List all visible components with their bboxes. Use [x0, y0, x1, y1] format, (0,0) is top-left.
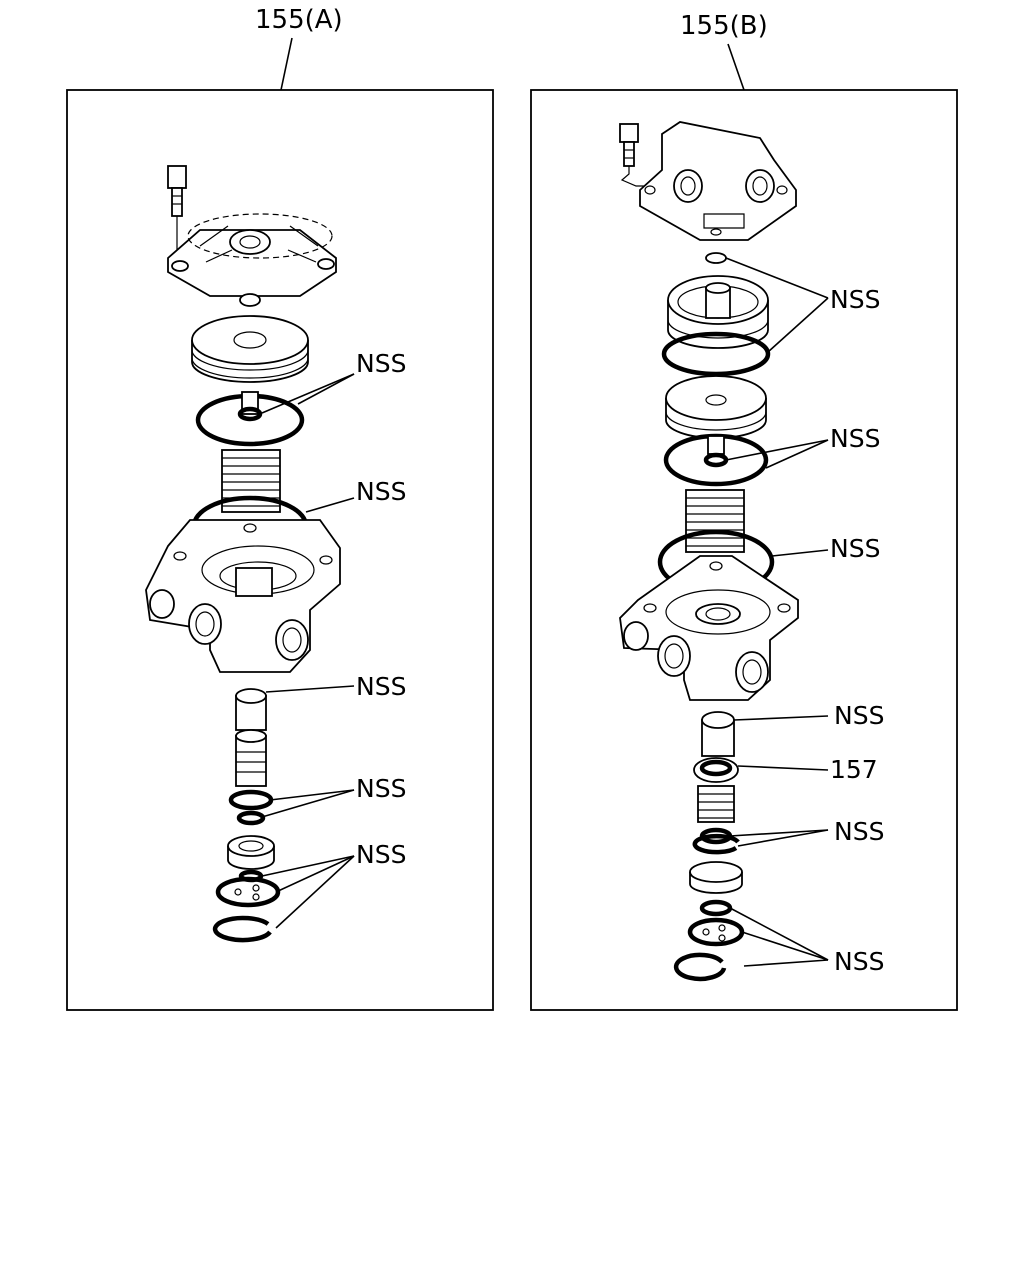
callout-b4: NSS	[834, 701, 884, 730]
panel-a-title: 155(A)	[255, 5, 343, 35]
panel-b-bolt	[619, 123, 650, 187]
panel-a: 155(A)	[66, 5, 494, 1011]
panel-a-sleeve	[235, 688, 267, 731]
panel-a-stem	[237, 391, 263, 422]
panel-b-title-leader	[727, 43, 745, 91]
panel-b-stem	[703, 435, 729, 468]
panel-b-callouts: NSS NSS NSS NSS 157 NSS NSS	[725, 257, 884, 976]
panel-b-seat	[689, 861, 743, 894]
panel-b-washer	[687, 917, 745, 947]
panel-a-callouts: NSS NSS NSS NSS NSS	[261, 349, 406, 929]
panel-a-frame	[66, 89, 494, 1011]
panel-b-top-cover	[639, 121, 797, 241]
panel-b-oring-5	[699, 899, 733, 917]
panel-a-snap-ring	[212, 915, 272, 943]
panel-b-title: 155(B)	[680, 11, 768, 41]
panel-a-piston	[191, 315, 309, 383]
panel-a-valve-body	[145, 519, 341, 673]
panel-b-part-157	[693, 757, 739, 783]
panel-b-snap-ring	[673, 952, 727, 982]
callout-a5: NSS	[356, 840, 406, 869]
panel-b-lower-piston	[665, 375, 767, 439]
panel-a-title-leader	[280, 37, 293, 91]
panel-b-lower-spring	[697, 785, 735, 823]
panel-b-valve-body	[619, 555, 799, 701]
callout-b7: NSS	[834, 947, 884, 976]
panel-a-oring-3	[228, 789, 274, 811]
callout-a4: NSS	[356, 774, 406, 803]
panel-a-top-cover	[167, 213, 337, 307]
panel-b-clip	[692, 833, 740, 855]
panel-b-spring	[685, 489, 745, 553]
panel-a-oring-4	[236, 810, 266, 826]
callout-b5: 157	[830, 755, 878, 784]
callout-b3: NSS	[830, 534, 880, 563]
panel-b-frame	[530, 89, 958, 1011]
panel-a-seat	[227, 835, 275, 870]
panel-b-oring-1	[661, 331, 771, 377]
panel-a-washer	[215, 876, 281, 908]
panel-a-plunger	[235, 729, 267, 787]
panel-b-sleeve	[701, 711, 735, 757]
callout-a1: NSS	[356, 349, 406, 378]
callout-b1: NSS	[830, 285, 880, 314]
panel-b-small-oring	[705, 252, 727, 264]
callout-b2: NSS	[830, 424, 880, 453]
panel-b: 155(B)	[530, 11, 958, 1011]
callout-b6: NSS	[834, 817, 884, 846]
callout-a2: NSS	[356, 477, 406, 506]
panel-a-spring	[221, 449, 281, 513]
callout-a3: NSS	[356, 672, 406, 701]
panel-a-bolt	[167, 165, 187, 256]
